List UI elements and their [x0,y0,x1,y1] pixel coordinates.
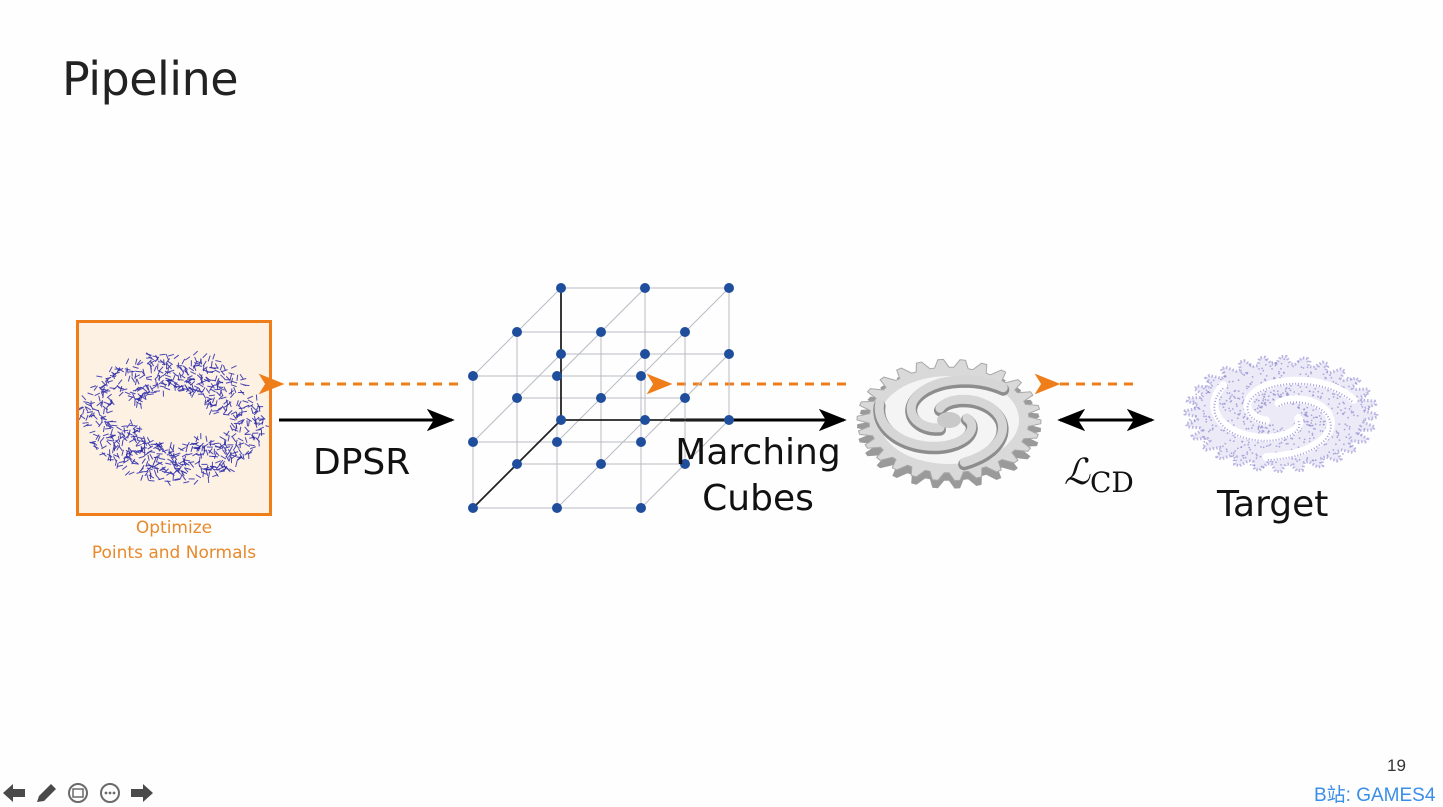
loss-subscript: CD [1090,466,1134,499]
more-icon[interactable] [96,781,124,805]
marching-label-line1: Marching [668,430,848,476]
chamfer-loss-label: ℒCD [1064,452,1134,499]
slides-icon[interactable] [64,781,92,805]
dpsr-label: DPSR [313,442,410,483]
target-label: Target [1217,484,1328,525]
loss-symbol: ℒ [1064,452,1090,493]
arrow-left-icon[interactable] [0,781,28,805]
pen-icon[interactable] [32,781,60,805]
watermark: B站: GAMES4 [1314,780,1435,807]
marching-cubes-label: Marching Cubes [668,430,848,522]
page-number: 19 [1387,756,1406,776]
slide-navigation [0,780,156,806]
marching-label-line2: Cubes [668,476,848,522]
arrow-right-icon[interactable] [128,781,156,805]
